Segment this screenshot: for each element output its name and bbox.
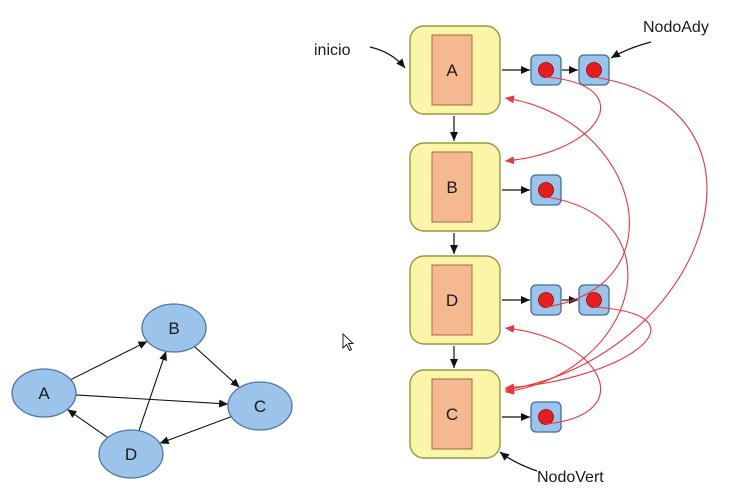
adjacency-pointer-c-d <box>504 324 602 425</box>
vertex-node-c: C <box>409 369 501 459</box>
graph-node-c: C <box>227 381 293 431</box>
adjacency-node-b-c <box>530 174 562 206</box>
vertex-label: D <box>446 291 458 310</box>
vertex-node-a: A <box>409 25 501 115</box>
graph-edge-b-c <box>194 346 240 388</box>
vertex-node-b: B <box>409 142 501 232</box>
graph-node-d: D <box>98 429 164 479</box>
graph-node-label: C <box>254 397 266 416</box>
graph-edge-a-c <box>75 394 229 408</box>
list-labels: inicio NodoAdy NodoVert <box>314 19 709 486</box>
vertex-nodes: A B D C <box>409 25 501 459</box>
graph-node-shape <box>11 368 77 418</box>
vertex-label: C <box>446 405 458 424</box>
graph-node-shape <box>227 381 293 431</box>
adjacency-node-a-c <box>578 54 610 86</box>
graph-node-label: D <box>125 445 137 464</box>
adjacency-node-a-b <box>530 54 562 86</box>
vertex-node-pointer-arrow <box>499 451 538 472</box>
adjacency-pointer-a-c <box>504 76 708 393</box>
vertex-node-d: D <box>409 255 501 345</box>
start-pointer-arrow <box>369 46 406 69</box>
graph-node-a: A <box>11 368 77 418</box>
vertex-data-field <box>431 264 473 336</box>
adjacency-node-label: NodoAdy <box>643 19 709 36</box>
graph-node-label: A <box>38 384 50 403</box>
graph-nodes: A B C D <box>11 303 293 479</box>
adjacency-pointer-dot <box>586 292 602 308</box>
adjacency-node-pointer-arrow <box>610 41 652 59</box>
graph-node-shape <box>98 429 164 479</box>
vertex-node-label: NodoVert <box>537 469 604 486</box>
pointer-cursor-icon <box>342 332 355 352</box>
adjacency-pointer-arrows <box>504 76 708 425</box>
adjacency-pointer-dot <box>538 62 554 78</box>
graph-node-shape <box>141 303 207 353</box>
adjacency-pointer-b-c <box>504 196 629 395</box>
vertex-label: B <box>446 178 457 197</box>
graph-edge-d-b <box>138 351 167 431</box>
vertex-data-field <box>431 378 473 450</box>
start-label: inicio <box>314 42 351 59</box>
adjacency-pointer-d-a <box>504 95 630 308</box>
directed-graph: A B C D <box>11 303 293 479</box>
adjacency-node-d-a <box>530 284 562 316</box>
adjacency-node-c-d <box>530 401 562 433</box>
graph-edge-a-b <box>70 340 148 381</box>
graph-edges <box>67 340 240 444</box>
adjacency-pointer-dot <box>538 292 554 308</box>
adjacency-pointer-dot <box>586 62 602 78</box>
vertex-data-field <box>431 151 473 223</box>
vertex-data-field <box>431 34 473 106</box>
vertex-chain-arrows <box>450 66 578 421</box>
adjacency-list: A B D C inicio NodoAdy NodoVert <box>314 19 709 486</box>
adjacency-pointer-dot <box>538 182 554 198</box>
adjacency-pointer-dot <box>538 409 554 425</box>
graph-edge-d-a <box>67 408 108 439</box>
graph-node-b: B <box>141 303 207 353</box>
adjacency-pointer-a-b <box>504 76 602 165</box>
adjacency-pointer-d-c <box>504 306 652 392</box>
graph-node-label: B <box>168 319 179 338</box>
graph-edge-c-d <box>159 416 232 444</box>
vertex-label: A <box>446 61 458 80</box>
